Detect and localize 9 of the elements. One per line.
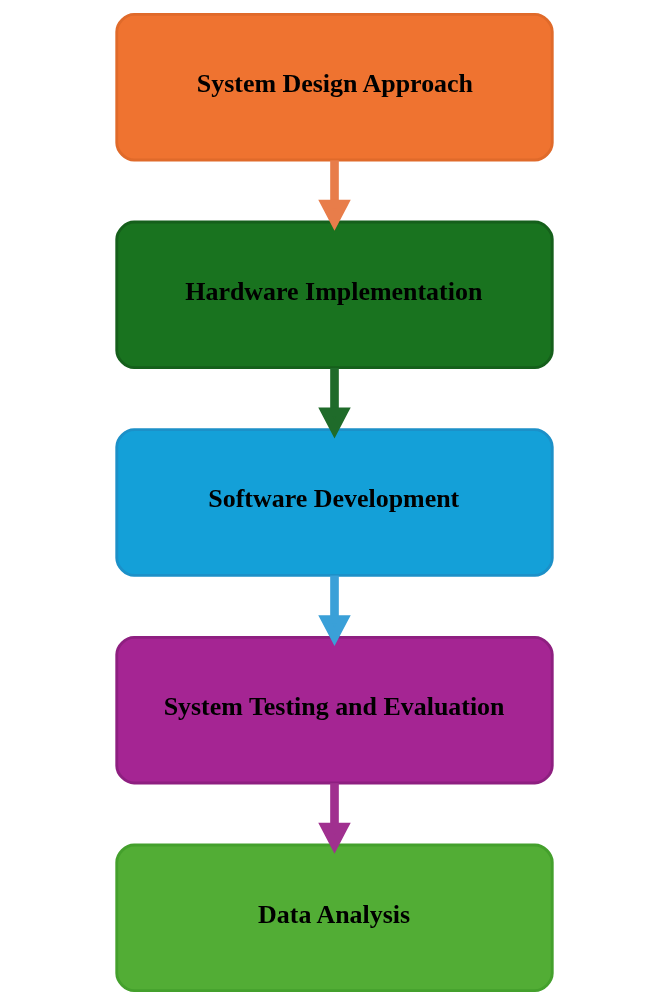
node-box: Data Analysis <box>115 843 554 993</box>
node-box: System Testing and Evaluation <box>115 635 554 785</box>
arrow <box>318 575 351 647</box>
node-box: Hardware Implementation <box>115 220 554 370</box>
node-box: System Design Approach <box>115 12 554 162</box>
arrow <box>318 367 351 439</box>
arrow <box>318 160 351 231</box>
arrow <box>318 783 351 854</box>
node-box: Software Development <box>115 428 554 577</box>
